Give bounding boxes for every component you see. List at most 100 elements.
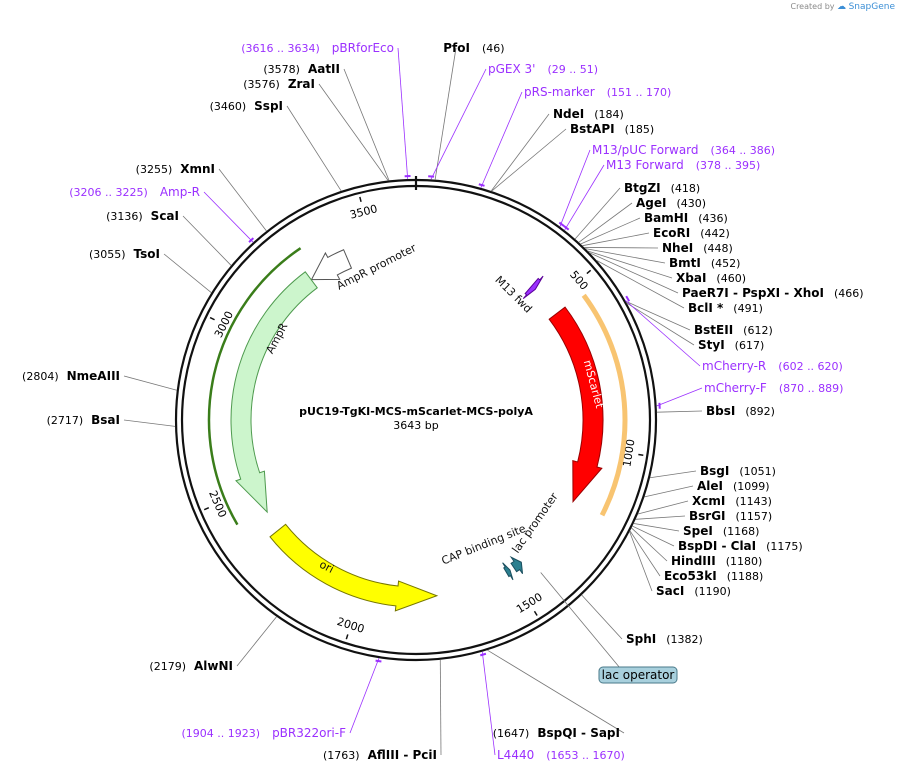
enzyme-name: BsrGI [689, 509, 726, 523]
enzyme-site[interactable]: BsgI(1051) [700, 464, 776, 478]
enzyme-leader-line [596, 260, 685, 309]
primer-site[interactable]: M13/pUC Forward(364 .. 386) [592, 143, 775, 157]
enzyme-name: AlwNI [194, 659, 233, 673]
enzyme-site[interactable]: HindIII(1180) [671, 554, 762, 568]
enzyme-leader-line [633, 523, 680, 532]
enzyme-position: (418) [671, 182, 701, 195]
primer-range: (3616 .. 3634) [241, 42, 320, 55]
primer-site[interactable]: mCherry-F(870 .. 889) [704, 381, 843, 395]
enzyme-position: (1188) [727, 570, 764, 583]
enzyme-position: (3255) [136, 163, 173, 176]
primer-leader-line [397, 47, 409, 180]
enzyme-site[interactable]: BclI *(491) [688, 301, 763, 315]
enzyme-name: XbaI [676, 271, 706, 285]
enzyme-site[interactable]: AlwNI(2179) [149, 659, 233, 673]
enzyme-leader-line [439, 659, 442, 756]
enzyme-position: (892) [745, 405, 775, 418]
enzyme-site[interactable]: AleI(1099) [697, 479, 770, 493]
enzyme-site[interactable]: BamHI(436) [644, 211, 728, 225]
enzyme-site[interactable]: BspDI - ClaI(1175) [678, 539, 803, 553]
enzyme-name: ZraI [288, 77, 315, 91]
primer-name: L4440 [497, 748, 534, 762]
enzyme-site[interactable]: SphI(1382) [626, 632, 703, 646]
enzyme-leader-line [644, 485, 694, 498]
lac-operator-badge[interactable]: lac operator [598, 666, 678, 684]
enzyme-site[interactable]: XbaI(460) [676, 271, 746, 285]
feature-arrow-mscarlet[interactable] [548, 306, 604, 504]
primer-leader-line [564, 164, 605, 231]
enzyme-site[interactable]: AatII(3578) [263, 62, 340, 76]
primer-name: mCherry-R [702, 359, 766, 373]
primer-site[interactable]: mCherry-R (602 .. 620) [702, 359, 843, 373]
feature-arrow-m13-fwd[interactable] [522, 275, 544, 299]
enzyme-name: BamHI [644, 211, 688, 225]
enzyme-position: (1382) [666, 633, 703, 646]
feature-arrow-ampr[interactable] [230, 271, 318, 514]
enzyme-site[interactable]: XcmI(1143) [692, 494, 772, 508]
primer-site[interactable]: pRS-marker(151 .. 170) [524, 85, 671, 99]
enzyme-name: ScaI [151, 209, 179, 223]
feature-arrow-ampr-promoter[interactable] [310, 249, 353, 281]
enzyme-name: BspDI - ClaI [678, 539, 756, 553]
enzyme-site[interactable]: BsrGI(1157) [689, 509, 772, 523]
enzyme-position: (3576) [243, 78, 280, 91]
enzyme-site[interactable]: BtgZI(418) [624, 181, 700, 195]
feature-arrow-cap-binding-site[interactable] [502, 562, 514, 581]
primer-range: (378 .. 395) [696, 159, 761, 172]
enzyme-site[interactable]: NmeAIII(2804) [22, 369, 120, 383]
enzyme-leader-line [580, 217, 641, 245]
enzyme-site[interactable]: Eco53kI(1188) [664, 569, 763, 583]
enzyme-site[interactable]: EcoRI(442) [653, 226, 730, 240]
enzyme-name: NmeAIII [67, 369, 120, 383]
primer-leader-line [349, 657, 380, 734]
primer-range: (602 .. 620) [778, 360, 843, 373]
enzyme-site[interactable]: TsoI(3055) [89, 247, 160, 261]
primer-site[interactable]: M13 Forward(378 .. 395) [606, 158, 760, 172]
enzyme-site[interactable]: SspI(3460) [210, 99, 283, 113]
enzyme-leader-line [629, 531, 653, 592]
enzyme-site[interactable]: ScaI (3136) [106, 209, 179, 223]
primer-site[interactable]: pGEX 3'(29 .. 51) [488, 62, 598, 76]
lac-operator-box [598, 666, 678, 684]
primer-name: pGEX 3' [488, 62, 535, 76]
tick-mark [209, 316, 215, 321]
enzyme-site[interactable]: ZraI (3576) [243, 77, 315, 91]
enzyme-leader-line [318, 83, 389, 181]
enzyme-site[interactable]: AgeI(430) [636, 196, 706, 210]
primer-site[interactable]: pBR322ori-F(1904 .. 1923) [182, 726, 347, 740]
enzyme-site[interactable]: BstEII(612) [694, 323, 773, 337]
enzyme-position: (1190) [694, 585, 731, 598]
enzyme-site[interactable]: NheI(448) [662, 241, 733, 255]
enzyme-position: (3136) [106, 210, 143, 223]
feature-arrow-lac-promoter[interactable] [509, 555, 524, 574]
enzyme-leader-line [182, 215, 232, 266]
feature-arrow-ori[interactable] [269, 523, 439, 612]
primer-site[interactable]: L4440(1653 .. 1670) [497, 748, 625, 762]
primer-site[interactable]: pBRforEco(3616 .. 3634) [241, 41, 394, 55]
enzyme-position: (617) [735, 339, 765, 352]
tick-label: 2000 [335, 615, 366, 636]
enzyme-site[interactable]: SacI(1190) [656, 584, 731, 598]
enzyme-site[interactable]: BsaI(2717) [47, 413, 120, 427]
enzyme-site[interactable]: XmnI(3255) [136, 162, 215, 176]
enzyme-site[interactable]: BstAPI(185) [570, 122, 654, 136]
enzyme-position: (1647) [493, 727, 530, 740]
enzyme-site[interactable]: BmtI(452) [669, 256, 740, 270]
enzyme-leader-line [286, 105, 342, 192]
enzyme-site[interactable]: NdeI(184) [553, 107, 624, 121]
tick-mark [533, 610, 538, 616]
primer-site[interactable]: Amp-R(3206 .. 3225) [69, 185, 200, 199]
enzyme-site[interactable]: BbsI (892) [706, 404, 775, 418]
enzyme-site[interactable]: BspQI - SapI (1647) [493, 726, 620, 740]
enzyme-site[interactable]: PfoI(46) [443, 41, 504, 55]
enzyme-name: BbsI [706, 404, 735, 418]
enzyme-position: (430) [676, 197, 706, 210]
primer-range: (151 .. 170) [607, 86, 672, 99]
enzyme-site[interactable]: AflIII - PciI(1763) [323, 748, 437, 762]
enzyme-site[interactable]: SpeI(1168) [683, 524, 759, 538]
tick-mark [359, 196, 362, 202]
enzyme-site[interactable]: PaeR7I - PspXI - XhoI(466) [682, 286, 864, 300]
enzyme-leader-line [626, 302, 695, 346]
enzyme-site[interactable]: StyI(617) [698, 338, 764, 352]
enzyme-name: BspQI - SapI [537, 726, 620, 740]
